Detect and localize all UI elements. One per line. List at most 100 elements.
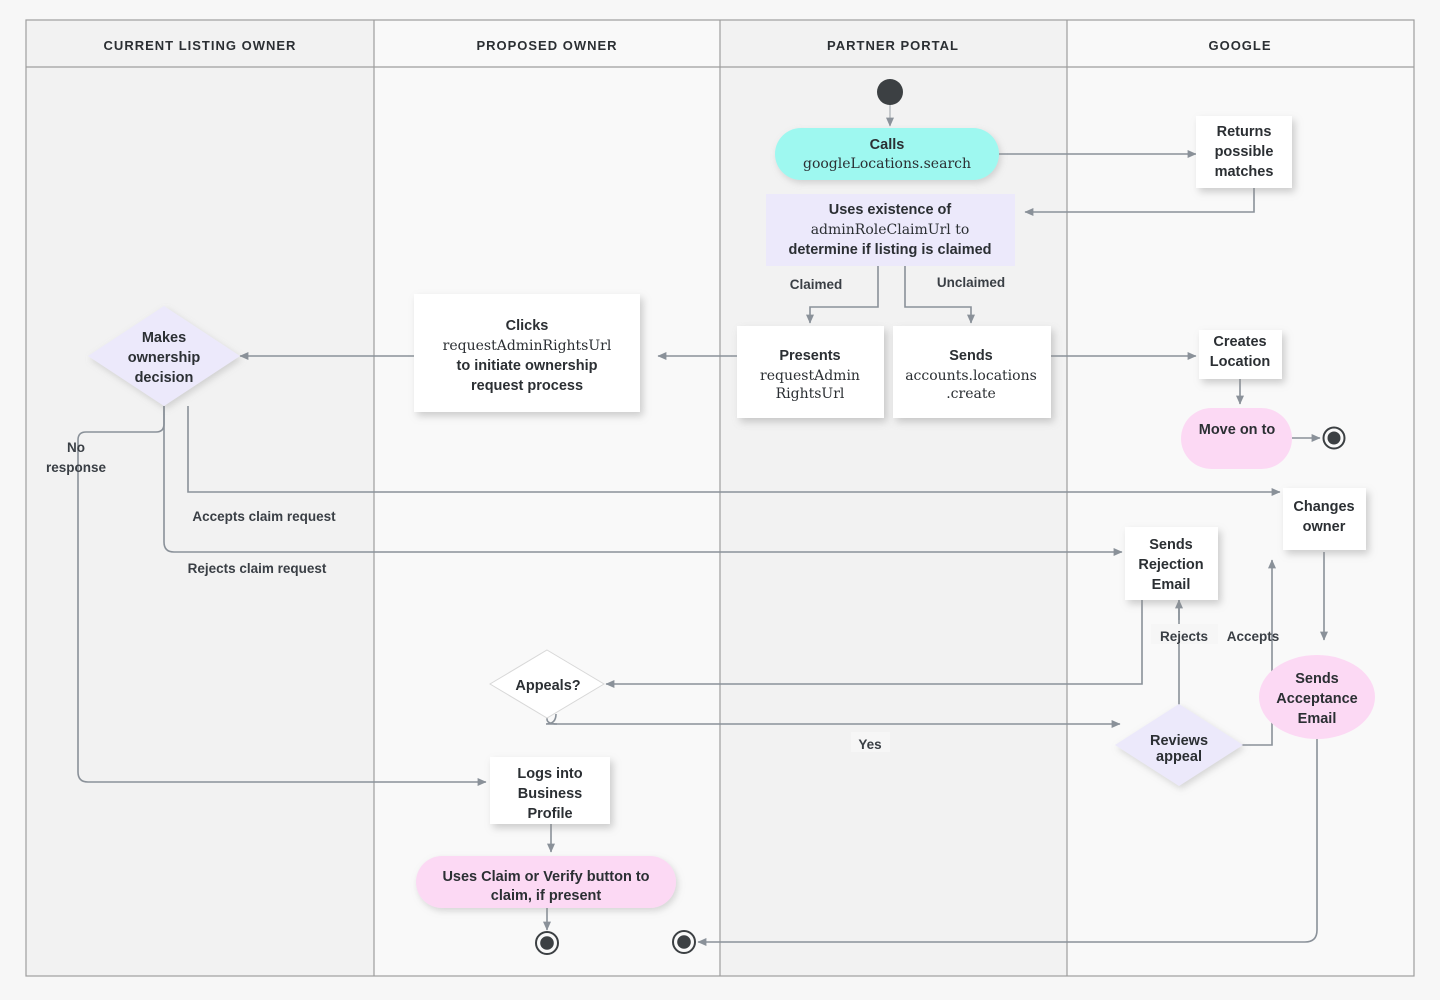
- sends-create-node-shape: [893, 326, 1051, 418]
- edge-appeals-yes-stub: [546, 710, 558, 725]
- node-sends-accounts-locations-create[interactable]: [893, 326, 1051, 418]
- node-end-proposed-owner: [535, 931, 559, 955]
- uses-claim-line1: Uses Claim or Verify button to: [442, 869, 649, 885]
- sends-create-line2: accounts.locations: [905, 368, 1037, 384]
- makes-decision-line1: Makes: [142, 330, 186, 346]
- edge-label-accepts-claim: Accepts claim request: [192, 509, 336, 524]
- node-uses-claim-or-verify[interactable]: [416, 856, 676, 908]
- changes-owner-node-shape: [1283, 488, 1366, 550]
- move-on-to-node-shape: [1181, 408, 1292, 469]
- makes-decision-line2: ownership: [128, 350, 201, 366]
- edge-label-yes-bg: [851, 732, 890, 752]
- node-logs-into-business-profile[interactable]: [490, 757, 610, 824]
- uses-claim-node-shape: [416, 856, 676, 908]
- edge-label-rejects: Rejects: [1160, 629, 1208, 644]
- logs-into-line2: Business: [518, 786, 582, 802]
- node-sends-acceptance-email[interactable]: [1259, 655, 1375, 739]
- returns-node-line2: possible: [1215, 144, 1274, 160]
- edge-acceptance-to-end-partner: [697, 733, 1318, 946]
- node-sends-rejection-email[interactable]: [1125, 527, 1218, 600]
- node-makes-ownership-decision[interactable]: [88, 306, 240, 406]
- uses-existence-line3: determine if listing is claimed: [788, 242, 991, 258]
- sends-rejection-line1: Sends: [1149, 537, 1193, 553]
- calls-node-shape: [775, 128, 999, 180]
- edges: [77, 103, 1328, 946]
- uses-existence-line1: Uses existence of: [829, 202, 952, 218]
- move-on-to-label: Move on to: [1199, 422, 1276, 438]
- node-uses-existence-adminroleclaimurl[interactable]: [766, 194, 1015, 266]
- edge-uses-to-presents: [806, 266, 879, 324]
- sends-acceptance-line2: Acceptance: [1276, 691, 1357, 707]
- makes-decision-diamond-shape: [88, 306, 240, 406]
- node-calls-googlelocations-search[interactable]: [775, 128, 999, 180]
- node-end-partner-portal: [672, 930, 696, 954]
- logs-into-line1: Logs into: [517, 766, 582, 782]
- edge-labels: Claimed Unclaimed No response Accepts cl…: [46, 275, 1279, 752]
- uses-existence-line2: adminRoleClaimUrl to: [811, 222, 970, 238]
- lane-body-current-listing-owner: [26, 20, 374, 976]
- start-circle-icon: [877, 79, 903, 105]
- node-reviews-appeal[interactable]: [1115, 704, 1243, 786]
- clicks-line1: Clicks: [506, 318, 549, 334]
- node-returns-possible-matches[interactable]: [1196, 116, 1292, 188]
- lane-header-current-listing-owner: CURRENT LISTING OWNER: [104, 38, 297, 53]
- edge-returns-to-uses: [1024, 188, 1255, 216]
- sends-acceptance-node-shape: [1259, 655, 1375, 739]
- sends-rejection-line3: Email: [1152, 577, 1191, 593]
- edge-label-yes: Yes: [858, 737, 881, 752]
- returns-node-shape: [1196, 116, 1292, 188]
- uses-existence-node-shape: [766, 194, 1015, 266]
- node-clicks-requestadminrightsurl[interactable]: [414, 294, 640, 412]
- creates-location-node-shape: [1199, 330, 1282, 379]
- node-presents-requestadminrightsurl[interactable]: [737, 326, 884, 418]
- presents-line3: RightsUrl: [776, 386, 845, 402]
- end-google-dot-icon: [1327, 431, 1341, 445]
- sends-acceptance-line1: Sends: [1295, 671, 1339, 687]
- changes-owner-line1: Changes: [1293, 499, 1354, 515]
- logs-into-line3: Profile: [527, 806, 572, 822]
- reviews-appeal-line1: Reviews: [1150, 733, 1208, 749]
- reviews-appeal-diamond-shape: [1115, 704, 1243, 786]
- node-appeals[interactable]: [489, 649, 605, 719]
- lane-header-partner-portal: PARTNER PORTAL: [827, 38, 959, 53]
- edge-rejection-to-appeals: [605, 600, 1143, 688]
- edge-decision-no-response: [77, 406, 487, 786]
- node-changes-owner[interactable]: [1283, 488, 1366, 550]
- clicks-line2: requestAdminRightsUrl: [443, 338, 612, 354]
- creates-location-line1: Creates: [1213, 334, 1266, 350]
- edge-label-no-response-line2: response: [46, 460, 107, 475]
- logs-into-node-shape: [490, 757, 610, 824]
- clicks-node-shape: [414, 294, 640, 412]
- node-move-on-to[interactable]: [1181, 408, 1292, 469]
- lane-header-google: GOOGLE: [1208, 38, 1271, 53]
- edge-decision-rejects: [163, 406, 1123, 556]
- edge-label-rejects-bg: [1151, 624, 1218, 644]
- returns-node-line3: matches: [1215, 164, 1274, 180]
- lane-body-proposed-owner: [374, 20, 720, 976]
- creates-location-line2: Location: [1210, 354, 1270, 370]
- clicks-line4: request process: [471, 378, 583, 394]
- edge-label-unclaimed: Unclaimed: [937, 275, 1005, 290]
- calls-node-line2: googleLocations.search: [803, 156, 971, 172]
- node-start: [877, 79, 903, 105]
- clicks-line3: to initiate ownership: [457, 358, 598, 374]
- node-creates-location[interactable]: [1199, 330, 1282, 379]
- presents-line2: requestAdmin: [760, 368, 860, 384]
- edge-label-accepts: Accepts: [1227, 629, 1280, 644]
- sends-create-line3: .create: [946, 386, 996, 402]
- presents-line1: Presents: [779, 348, 840, 364]
- edge-label-rejects-claim: Rejects claim request: [188, 561, 327, 576]
- calls-node-line1: Calls: [870, 137, 905, 153]
- lane-header-proposed-owner: PROPOSED OWNER: [476, 38, 617, 53]
- edge-appeals-yes-to-reviews: [545, 713, 1121, 728]
- edge-uses-to-sends: [904, 266, 975, 324]
- sends-create-line1: Sends: [949, 348, 993, 364]
- sends-acceptance-line3: Email: [1298, 711, 1337, 727]
- appeals-label: Appeals?: [515, 678, 580, 694]
- changes-owner-line2: owner: [1303, 519, 1346, 535]
- edge-decision-accepts: [187, 406, 1281, 496]
- end-google-ring-icon: [1322, 426, 1346, 450]
- appeals-diamond-shape: [489, 649, 605, 719]
